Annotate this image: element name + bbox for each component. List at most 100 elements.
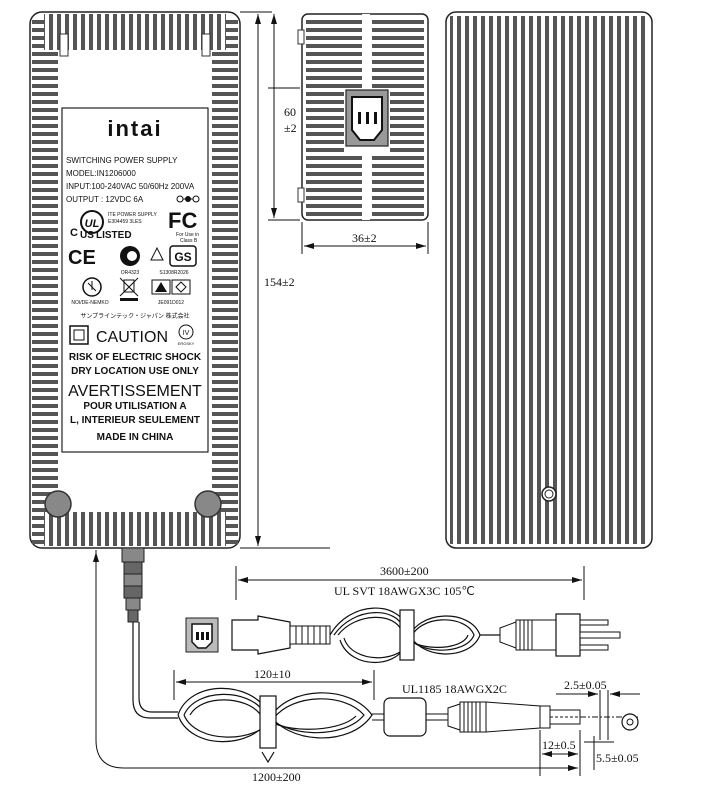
fin [212, 100, 238, 104]
dc-cord-length: 1200±200 [252, 770, 301, 784]
fin [32, 108, 58, 112]
fin [32, 236, 58, 240]
neti-mark: NOI/DE-NEMKO [71, 277, 109, 306]
svg-text:NOI/DE-NEMKO: NOI/DE-NEMKO [71, 300, 108, 306]
fin [372, 36, 424, 40]
dc-plug [372, 697, 640, 737]
fin [306, 108, 344, 112]
fin [372, 156, 424, 160]
fin [306, 172, 362, 176]
fin [212, 500, 238, 504]
fin [32, 428, 58, 432]
rubber-foot-left [44, 490, 72, 518]
fin [390, 116, 424, 120]
fin [212, 60, 238, 64]
svg-text:ERGSKY: ERGSKY [178, 341, 195, 346]
fin [32, 196, 58, 200]
fin [212, 508, 238, 512]
fin [32, 308, 58, 312]
fin [306, 44, 362, 48]
c13-connector-side [231, 615, 331, 655]
svg-text:US: US [80, 230, 94, 241]
fin [32, 156, 58, 160]
plug-end-view-icon [621, 713, 639, 731]
fin [212, 492, 238, 496]
bottom-grooves [44, 512, 226, 546]
fin [212, 380, 238, 384]
fin [212, 284, 238, 288]
fin [32, 468, 58, 472]
fin [212, 276, 238, 280]
fin [32, 444, 58, 448]
fin [32, 316, 58, 320]
fin [32, 244, 58, 248]
fin [390, 100, 424, 104]
fcc-mark: FC For Use in Class B [168, 208, 199, 244]
fin [212, 364, 238, 368]
fin [212, 188, 238, 192]
fin [372, 212, 424, 216]
dc-cord: 120±10 UL [93, 550, 640, 784]
fin [32, 356, 58, 360]
fin [306, 140, 344, 144]
fin [306, 36, 362, 40]
ac-cord: 3600±200 UL SVT 18AWGX3C 105℃ [185, 564, 621, 663]
fin [212, 452, 238, 456]
svg-text:JE091D012: JE091D012 [158, 300, 184, 306]
fin [372, 180, 424, 184]
warning-line-1: RISK OF ELECTRIC SHOCK [69, 352, 202, 363]
fin [32, 148, 58, 152]
fin [306, 20, 362, 24]
end-fins [306, 20, 424, 216]
label-line-3: INPUT:100-240VAC 50/60Hz 200VA [66, 182, 195, 191]
ac-cord-length: 3600±200 [380, 564, 429, 578]
fin [32, 100, 58, 104]
fin [32, 84, 58, 88]
fin [212, 172, 238, 176]
fin [212, 76, 238, 80]
fin [212, 164, 238, 168]
ac-coil [329, 607, 500, 663]
fin [212, 484, 238, 488]
fin [212, 444, 238, 448]
fin [32, 404, 58, 408]
fin [390, 108, 424, 112]
fin [212, 428, 238, 432]
fin [32, 124, 58, 128]
fin [306, 116, 344, 120]
efficiency-iv-mark: IV ERGSKY [178, 324, 195, 346]
fin [32, 268, 58, 272]
fin [212, 420, 238, 424]
fin [372, 52, 424, 56]
fin [306, 204, 362, 208]
fin [212, 412, 238, 416]
fin [212, 244, 238, 248]
fin [212, 140, 238, 144]
pin-diameter: 2.5±0.05 [564, 678, 607, 692]
plug-length: 12±0.5 [542, 738, 576, 752]
fin [306, 92, 344, 96]
fin [212, 460, 238, 464]
french-line-1: POUR UTILISATION A [83, 401, 186, 412]
back-grooves [450, 16, 648, 544]
inlet-end-view [297, 13, 429, 221]
fin [212, 108, 238, 112]
fin [212, 212, 238, 216]
fin [372, 188, 424, 192]
fin [32, 220, 58, 224]
fin [212, 468, 238, 472]
fin [212, 204, 238, 208]
fin [32, 508, 58, 512]
gs-mark: GS S1308R2026 [159, 245, 197, 276]
fin [212, 92, 238, 96]
ul-listed-mark: UL C US LISTED ITE POWER SUPPLY E304459 … [70, 210, 157, 241]
fin [32, 420, 58, 424]
fin [32, 332, 58, 336]
fin [32, 164, 58, 168]
fin [212, 116, 238, 120]
fin [372, 68, 424, 72]
avertissement-title: AVERTISSEMENT [68, 383, 202, 400]
fin [32, 92, 58, 96]
height-tolerance: ±2 [284, 121, 297, 135]
fin [212, 252, 238, 256]
